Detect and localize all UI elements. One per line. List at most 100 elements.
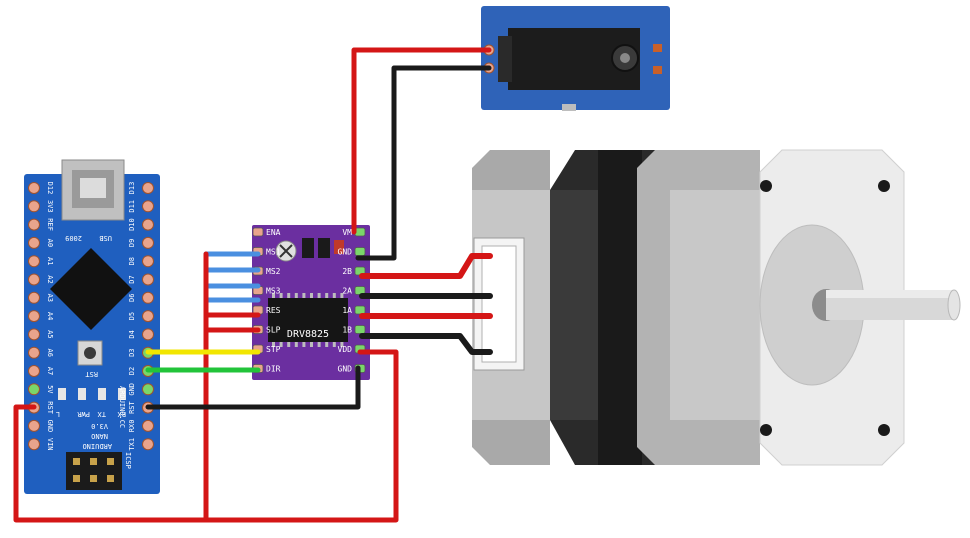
- arduino-pin-label: VIN: [46, 438, 54, 451]
- led-l-label: L: [56, 410, 60, 418]
- reset-button-cap[interactable]: [84, 347, 96, 359]
- led-rx: [118, 388, 126, 400]
- driver-pin-label: GND: [338, 248, 353, 257]
- arduino-pin-label: A7: [46, 367, 54, 375]
- arduino-pin-label: D5: [128, 312, 136, 320]
- led-rx-label: RX: [117, 410, 126, 418]
- motor-mount-hole: [878, 180, 890, 192]
- arduino-pin-label: D11: [128, 200, 136, 213]
- arduino-pin-pad[interactable]: [142, 255, 154, 268]
- chip-leg: [325, 293, 329, 298]
- rst-label: RST: [85, 370, 98, 378]
- icsp-header: [66, 452, 122, 490]
- driver-pin-label: MS1: [266, 248, 281, 257]
- capacitor: [302, 238, 314, 258]
- arduino-nano: USB 2009 ARDUINO.CC RST L PWR TX RX V3.0…: [24, 159, 160, 494]
- arduino-pin-pad[interactable]: [28, 236, 40, 249]
- arduino-pin-pad[interactable]: [28, 383, 40, 396]
- arduino-pin-pad[interactable]: [28, 182, 40, 194]
- chip-leg: [310, 293, 313, 298]
- driver-pin-pad[interactable]: [354, 247, 366, 256]
- wire-2b-red: [359, 253, 493, 279]
- arduino-pin-pad[interactable]: [142, 218, 154, 231]
- power-jack-pad: [653, 44, 662, 52]
- driver-pin-label: SLP: [266, 326, 281, 335]
- arduino-pin-label: D2: [128, 367, 136, 375]
- led-pwr-label: PWR: [77, 410, 90, 418]
- arduino-pin-pad[interactable]: [142, 383, 154, 396]
- motor-front-side: [670, 190, 760, 420]
- arduino-pin-pad[interactable]: [142, 419, 154, 432]
- arduino-pin-pad[interactable]: [28, 419, 40, 432]
- arduino-pin-pad[interactable]: [28, 365, 40, 377]
- motor-mount-hole: [760, 424, 772, 436]
- power-jack-pad: [653, 66, 662, 74]
- motor-connector-inner: [481, 245, 517, 363]
- arduino-pin-pad[interactable]: [28, 438, 40, 451]
- wire-ms1-ms2-blue: [203, 251, 261, 273]
- arduino-pin-pad[interactable]: [28, 255, 40, 268]
- chip-leg: [272, 293, 275, 298]
- year-label: 2009: [65, 234, 82, 242]
- arduino-pin-label: D9: [128, 239, 136, 247]
- arduino-pin-label: A0: [46, 239, 54, 247]
- driver-pin-label: MS2: [266, 267, 281, 276]
- arduino-pin-label: RX0: [128, 420, 136, 433]
- wire-ms3-blue: [203, 283, 261, 303]
- arduino-pin-label: GND: [46, 420, 54, 433]
- driver-chip: [268, 298, 348, 342]
- arduino-pin-pad[interactable]: [142, 236, 154, 249]
- chip-leg: [332, 293, 336, 298]
- driver-pin-pad[interactable]: [252, 227, 264, 237]
- power-jack-pin: [620, 53, 630, 63]
- chip-label: DRV8825: [287, 329, 329, 340]
- chip-leg: [302, 293, 306, 298]
- arduino-pin-pad[interactable]: [28, 291, 40, 304]
- power-jack: [481, 6, 670, 111]
- arduino-pin-label: D13: [128, 182, 136, 195]
- wire-vm-red: [351, 47, 492, 235]
- driver-pin-label: DIR: [266, 365, 281, 374]
- chip-leg: [317, 342, 321, 347]
- arduino-pin-label: A2: [46, 275, 54, 283]
- arduino-pin-pad[interactable]: [28, 310, 40, 323]
- arduino-pin-pad[interactable]: [142, 273, 154, 286]
- chip-leg: [272, 342, 275, 347]
- board-version: V3.0: [91, 422, 108, 430]
- arduino-pin-pad[interactable]: [28, 346, 40, 359]
- driver-pin-label: MS3: [266, 287, 281, 296]
- arduino-pin-pad[interactable]: [142, 310, 154, 323]
- usb-label: USB: [99, 234, 112, 242]
- arduino-pin-pad[interactable]: [28, 328, 40, 341]
- driver-pin-pad[interactable]: [354, 325, 366, 334]
- wire-5v-red: [13, 349, 399, 523]
- driver-pin-label: VM: [342, 228, 352, 237]
- chip-leg: [340, 342, 344, 347]
- chip-leg: [325, 342, 329, 347]
- arduino-pin-label: A5: [46, 330, 54, 338]
- arduino-pin-pad[interactable]: [28, 200, 40, 213]
- chip-leg: [317, 293, 321, 298]
- arduino-pin-pad[interactable]: [142, 328, 154, 341]
- motor-stator-band: [598, 150, 642, 465]
- arduino-pin-pad[interactable]: [142, 200, 154, 213]
- power-jack-front: [498, 36, 512, 82]
- arduino-pin-pad[interactable]: [142, 438, 154, 451]
- arduino-pin-label: A6: [46, 348, 54, 356]
- arduino-pin-pad[interactable]: [142, 182, 154, 194]
- board-name: ARDUINO: [82, 442, 112, 450]
- arduino-pin-label: RST: [128, 400, 136, 413]
- chip-leg: [302, 342, 306, 347]
- driver-pin-pad[interactable]: [354, 305, 366, 315]
- site-label: ARDUINO.CC: [118, 386, 126, 428]
- chip-leg: [287, 293, 291, 298]
- arduino-pin-label: D6: [128, 294, 136, 302]
- driver-pin-label: ENA: [266, 228, 281, 237]
- driver-pin-label: 1B: [342, 326, 352, 335]
- arduino-pin-pad[interactable]: [142, 291, 154, 304]
- arduino-pin-label: D12: [46, 182, 54, 195]
- arduino-pin-pad[interactable]: [28, 273, 40, 286]
- reset-button[interactable]: [77, 340, 103, 366]
- arduino-pin-pad[interactable]: [28, 218, 40, 231]
